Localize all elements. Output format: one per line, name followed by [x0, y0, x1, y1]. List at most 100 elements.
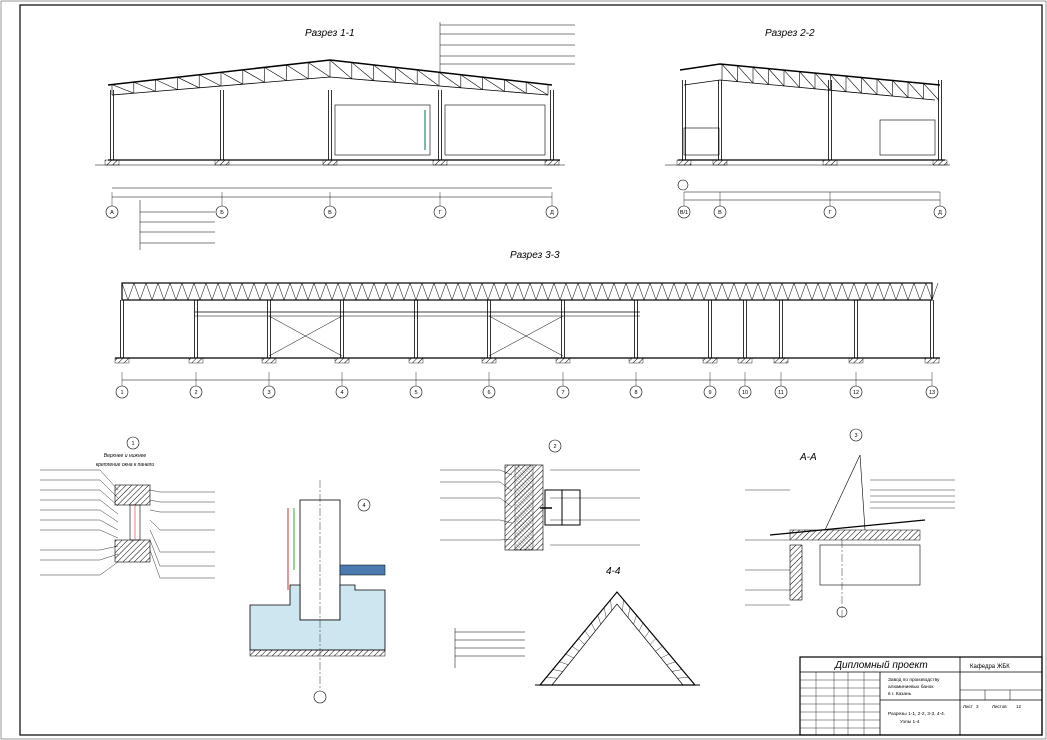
section-3-3-truss-diagonal: [205, 282, 213, 301]
section-3-3-truss-diagonal: [235, 282, 243, 301]
section-1-1-truss-diagonal: [177, 76, 200, 89]
section-1-1-axis-label: В: [328, 210, 332, 216]
section-3-3-truss-diagonal: [271, 282, 279, 301]
section-4-4-hatch-line: [571, 646, 580, 652]
section-3-3-truss-diagonal: [199, 282, 207, 301]
section-4-4-hatch-line: [660, 653, 670, 659]
section-2-2-axis-label: Д: [938, 210, 942, 216]
section-3-3-truss-diagonal: [403, 282, 411, 301]
section-3-3-truss-diagonal: [727, 282, 735, 301]
section-4-4-hatch-line: [633, 615, 637, 625]
detail-1-leader: [99, 509, 119, 523]
title-block-project: Дипломный проект: [834, 660, 928, 671]
section-4-4-hatch-line: [622, 599, 624, 611]
section-3-3-truss-diagonal: [151, 282, 159, 301]
section-2-2-truss-diagonal: [768, 68, 785, 87]
section-3-3-truss-diagonal: [487, 282, 495, 301]
detail-1-leader: [99, 519, 119, 531]
section-3-3-truss-diagonal: [913, 282, 921, 301]
section-3-3-truss-diagonal: [703, 282, 711, 301]
section-3-3-footing: [334, 357, 350, 364]
section-3-3-truss-band: [121, 282, 933, 301]
section-3-3-truss-diagonal: [163, 282, 171, 301]
section-3-3-truss-diagonal: [457, 282, 465, 301]
section-3-3-truss-diagonal: [607, 282, 615, 301]
detail-1-leader: [99, 529, 119, 539]
section-3-3-truss-diagonal: [511, 282, 519, 301]
title-block-sheet-title-line2: Узлы 1-4: [900, 719, 920, 725]
section-3-3-axis-label: 4: [340, 390, 343, 396]
section-3-3-brace: [268, 315, 343, 357]
detail-3-beam: [819, 544, 921, 586]
section-3-3-truss-diagonal: [439, 282, 447, 301]
section-1-1-truss-diagonal: [482, 76, 505, 92]
section-2-2-axis-circle: [933, 205, 947, 219]
section-3-3-axis-label: 1: [120, 390, 123, 396]
detail-1-marker: [126, 436, 140, 450]
section-3-3-axis-label: 2: [194, 390, 197, 396]
section-3-3-footing: [114, 357, 130, 364]
section-3-3-truss-diagonal: [661, 282, 669, 301]
section-3-3-truss-diagonal: [691, 282, 699, 301]
section-3-3-truss-diagonal: [841, 282, 849, 301]
section-3-3-truss-diagonal: [595, 282, 603, 301]
detail-4-marker: [357, 498, 371, 512]
detail-1-panel-top: [114, 484, 151, 506]
section-4-4-hatch-line: [584, 630, 591, 638]
section-4-4-hatch-line: [677, 677, 689, 679]
section-3-3-truss-diagonal: [367, 282, 375, 301]
detail-3: 3 А-А: [745, 428, 955, 620]
detail-1-leader: [99, 499, 119, 515]
section-3-3-truss-diagonal: [919, 282, 927, 301]
section-3-3-axis-circle: [262, 385, 276, 399]
detail-2-leader: [499, 497, 513, 508]
section-3-3-truss-diagonal: [253, 282, 261, 301]
section-3-3-truss-diagonal: [895, 282, 903, 301]
section-3-3-truss-diagonal: [763, 282, 771, 301]
section-1-1-axis-circle: [545, 205, 559, 219]
section-3-3-truss-diagonal: [289, 282, 297, 301]
section-3-3-brace: [488, 315, 564, 357]
detail-4-foundation: [249, 584, 386, 651]
section-3-3-truss-diagonal: [589, 282, 597, 301]
section-1-1-truss-diagonal: [111, 84, 134, 94]
detail-2-marker: [548, 439, 562, 453]
section-1-1-truss-diagonal: [438, 72, 461, 89]
section-3-3-truss-diagonal: [157, 282, 165, 301]
detail-3-marker: [849, 428, 863, 442]
section-1-1-room-a: [334, 104, 431, 156]
section-3-3-truss-diagonal: [301, 282, 309, 301]
section-3-3-axis-circle: [629, 385, 643, 399]
section-3-3-axis-label: 7: [561, 390, 564, 396]
section-3-3-axis-circle: [556, 385, 570, 399]
section-3-3-truss-diagonal: [541, 282, 549, 301]
section-2-2-truss-diagonal: [876, 78, 893, 97]
detail-3-leader-lines: [745, 479, 955, 606]
section-3-3-title: Разрез 3-3: [510, 250, 560, 261]
section-3-3-truss-diagonal: [211, 282, 219, 301]
section-1-1-truss-diagonal: [286, 64, 309, 80]
section-3-3-truss-diagonal: [133, 282, 141, 301]
detail-1-leader: [149, 499, 161, 503]
section-3-3-footing: [481, 357, 497, 364]
section-3-3-truss-diagonal: [577, 282, 585, 301]
section-2-2-truss-diagonal: [737, 65, 754, 84]
section-3-3-truss-diagonal: [613, 282, 621, 301]
section-3-3-truss-diagonal: [559, 282, 567, 301]
title-block-department: Кафедра ЖБК: [970, 664, 1010, 670]
section-3-3-truss-diagonal: [907, 282, 915, 301]
detail-2-insulation: [514, 464, 534, 551]
detail-2-leader: [499, 481, 513, 492]
section-4-4-hatch-line: [578, 638, 585, 645]
section-1-1-columns: [104, 90, 560, 166]
section-3-3-truss-diagonal: [343, 282, 351, 301]
detail-2: 2: [440, 439, 640, 551]
section-4-4-hatch-line: [603, 607, 607, 618]
section-3-3-truss-diagonal: [751, 282, 759, 301]
section-3-3-truss-diagonal: [517, 282, 525, 301]
section-3-3-truss-diagonal: [667, 282, 675, 301]
section-1-1-axis-label: Г: [439, 210, 442, 216]
section-3-3-axis-label: 13: [929, 390, 935, 396]
